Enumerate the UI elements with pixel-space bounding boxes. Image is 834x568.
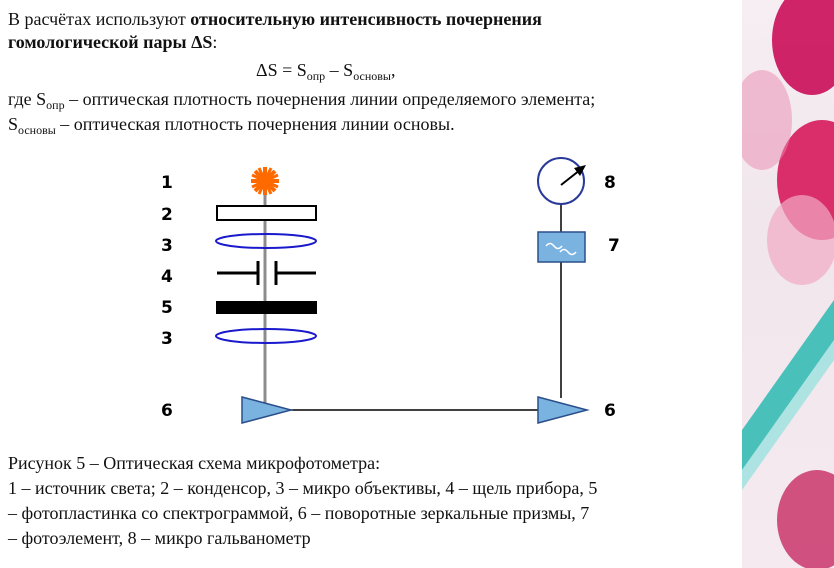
prism-icon xyxy=(241,396,294,424)
formula: ΔS = Sопр – Sосновы, xyxy=(256,59,395,82)
formula-lhs: ΔS = S xyxy=(256,60,307,80)
photographic-plate xyxy=(216,301,317,314)
condenser xyxy=(216,205,317,221)
intro-term: относительную интенсивность почернения xyxy=(190,9,542,29)
formula-sub-opr: опр xyxy=(306,69,326,83)
optical-scheme-diagram: 1 2 3 4 5 3 6 8 7 6 xyxy=(161,157,620,424)
intro-prefix: В расчётах используют xyxy=(8,9,191,29)
definition-1-prefix: где S xyxy=(8,89,47,109)
figure-caption: Рисунок 5 – Оптическая схема микрофотоме… xyxy=(8,451,738,551)
formula-end: , xyxy=(390,60,396,80)
micro-objective-bottom xyxy=(215,328,317,344)
definition-2-text: – оптическая плотность почернения линии … xyxy=(55,114,455,134)
photocell-icon xyxy=(537,231,586,263)
formula-sub-osnovy: основы xyxy=(353,69,391,83)
label-prism-6-left: 6 xyxy=(161,401,173,421)
intro-term-continued: гомологической пары ΔS xyxy=(8,32,213,52)
label-objective-3-bottom: 3 xyxy=(161,329,173,349)
label-objective-3-top: 3 xyxy=(161,236,173,256)
galvanometer-icon xyxy=(537,157,586,205)
label-galvanometer-8: 8 xyxy=(604,173,616,193)
label-source-1: 1 xyxy=(161,173,173,193)
label-prism-6-right: 6 xyxy=(604,401,616,421)
decorative-background xyxy=(742,0,834,568)
label-slit-4: 4 xyxy=(161,267,173,287)
decorative-flower-image xyxy=(742,0,834,568)
intro-colon: : xyxy=(212,32,218,52)
definition-1-text: – оптическая плотность почернения линии … xyxy=(64,89,596,109)
prism-icon xyxy=(537,396,590,424)
intro-line-2: гомологической пары ΔS: xyxy=(8,31,217,54)
instrument-slit xyxy=(217,261,316,285)
definition-2-sub: основы xyxy=(18,123,56,137)
formula-minus: – S xyxy=(325,60,354,80)
micro-objective-top xyxy=(215,233,317,249)
caption-line-1: 1 – источник света; 2 – конденсор, 3 – м… xyxy=(8,478,598,498)
label-condenser-2: 2 xyxy=(161,205,173,225)
definition-1: где Sопр – оптическая плотность почернен… xyxy=(8,88,595,111)
caption-line-2: – фотопластинка со спектрограммой, 6 – п… xyxy=(8,503,590,523)
light-source-star-icon xyxy=(251,167,279,195)
definition-1-sub: опр xyxy=(46,98,65,112)
label-photocell-7: 7 xyxy=(608,236,620,256)
caption-title: Рисунок 5 – Оптическая схема микрофотоме… xyxy=(8,453,381,473)
caption-line-3: – фотоэлемент, 8 – микро гальванометр xyxy=(8,528,311,548)
label-plate-5: 5 xyxy=(161,298,173,318)
definition-2: Sосновы – оптическая плотность почернени… xyxy=(8,113,455,136)
definition-2-prefix: S xyxy=(8,114,19,134)
intro-line-1: В расчётах используют относительную инте… xyxy=(8,8,542,31)
